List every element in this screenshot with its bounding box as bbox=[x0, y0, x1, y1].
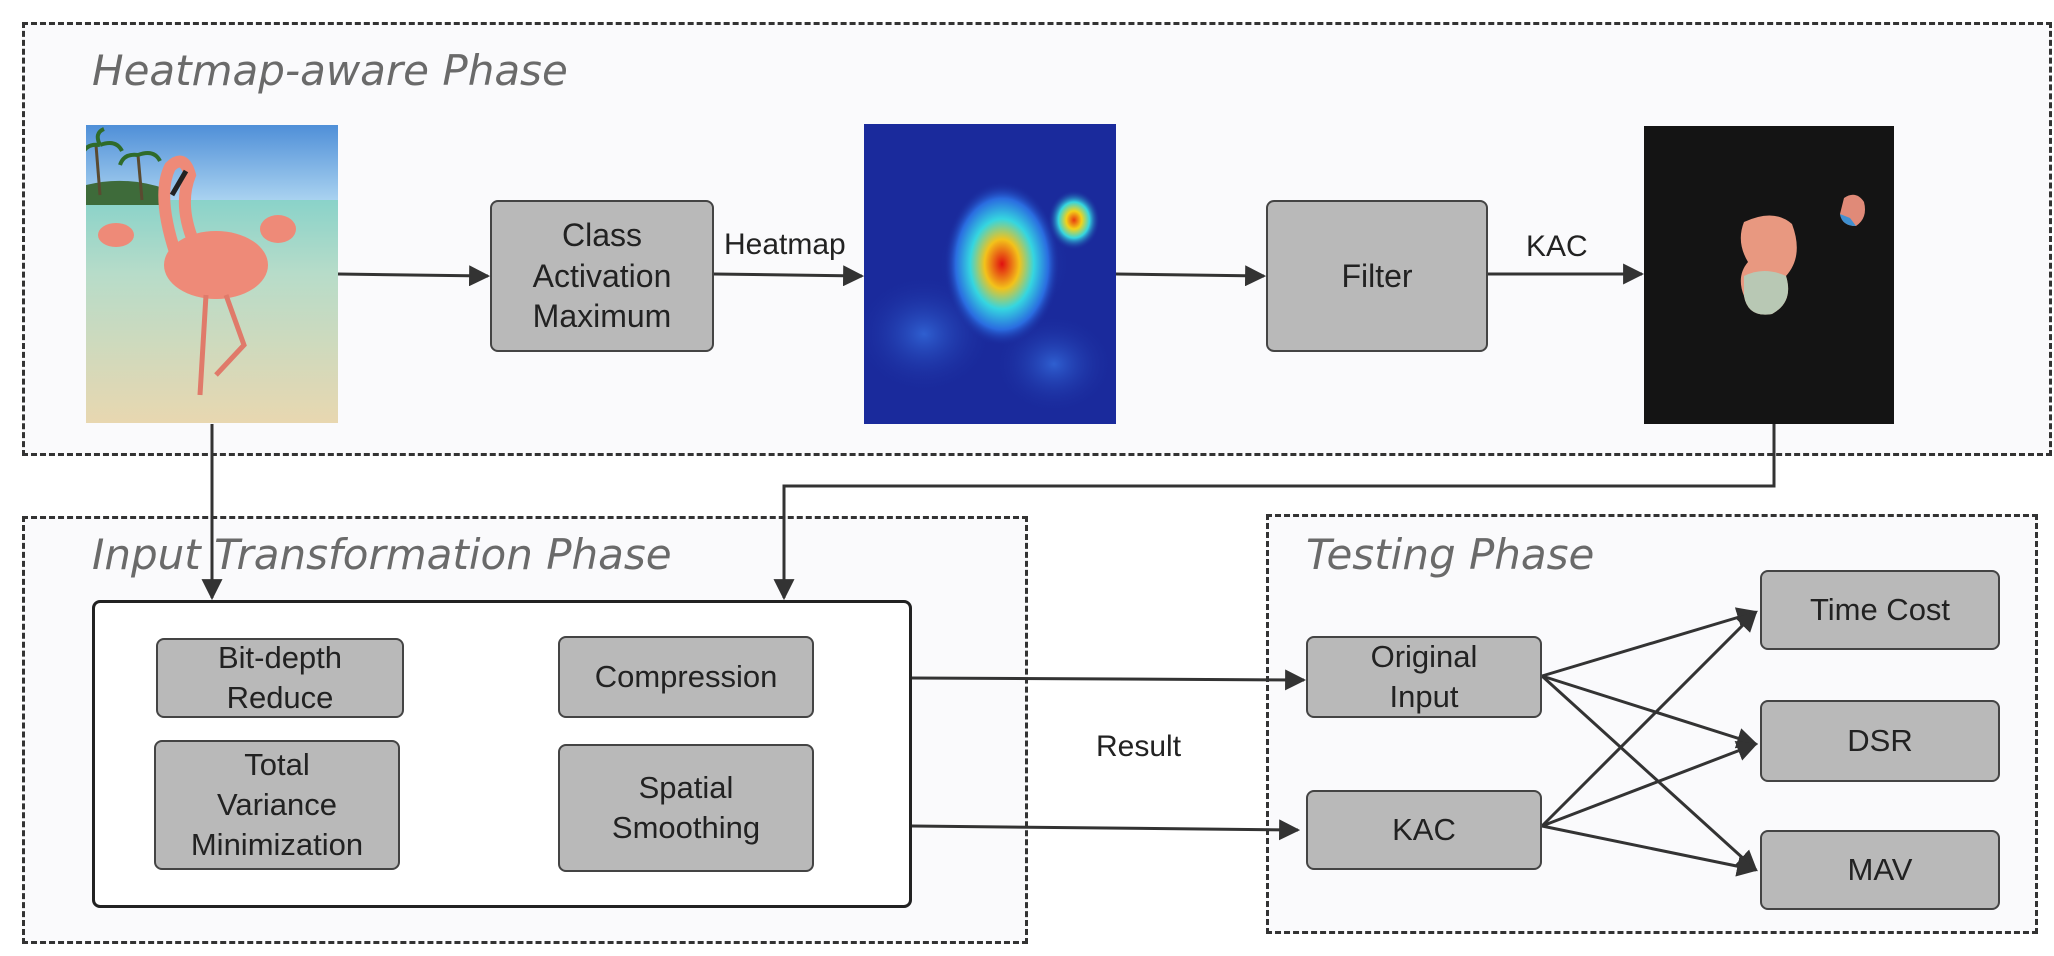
dsr-label: DSR bbox=[1847, 723, 1913, 759]
class-activation-maximum-box: Class Activation Maximum bbox=[490, 200, 714, 352]
time-cost-label: Time Cost bbox=[1809, 592, 1951, 628]
total-variance-minimization-label: Total Variance Minimization bbox=[190, 747, 364, 862]
dsr-box: DSR bbox=[1760, 700, 2000, 782]
filter-label: Filter bbox=[1341, 257, 1413, 294]
input-transformation-phase-title: Input Transformation Phase bbox=[92, 530, 672, 579]
key-activation-crop bbox=[1644, 126, 1894, 424]
heatmap-aware-phase-title: Heatmap-aware Phase bbox=[92, 46, 568, 95]
mav-box: MAV bbox=[1760, 830, 2000, 910]
spatial-smoothing-label: Spatial Smoothing bbox=[611, 770, 761, 845]
kac-label: KAC bbox=[1392, 812, 1456, 848]
heatmap-edge-label: Heatmap bbox=[724, 228, 846, 261]
kac-edge-label: KAC bbox=[1526, 230, 1588, 263]
compression-box: Compression bbox=[558, 636, 814, 718]
compression-label: Compression bbox=[594, 659, 778, 695]
bit-depth-reduce-box: Bit-depth Reduce bbox=[156, 638, 404, 718]
mav-label: MAV bbox=[1847, 852, 1913, 888]
original-input-label: Original Input bbox=[1370, 639, 1478, 714]
total-variance-minimization-box: Total Variance Minimization bbox=[154, 740, 400, 870]
filter-box: Filter bbox=[1266, 200, 1488, 352]
kac-box: KAC bbox=[1306, 790, 1542, 870]
flamingo-photo bbox=[86, 125, 338, 423]
class-activation-heatmap bbox=[864, 124, 1116, 424]
spatial-smoothing-box: Spatial Smoothing bbox=[558, 744, 814, 872]
original-input-box: Original Input bbox=[1306, 636, 1542, 718]
time-cost-box: Time Cost bbox=[1760, 570, 2000, 650]
result-edge-label: Result bbox=[1096, 730, 1182, 763]
class-activation-maximum-label: Class Activation Maximum bbox=[532, 216, 672, 335]
testing-phase-title: Testing Phase bbox=[1306, 530, 1595, 579]
bit-depth-reduce-label: Bit-depth Reduce bbox=[217, 640, 343, 715]
